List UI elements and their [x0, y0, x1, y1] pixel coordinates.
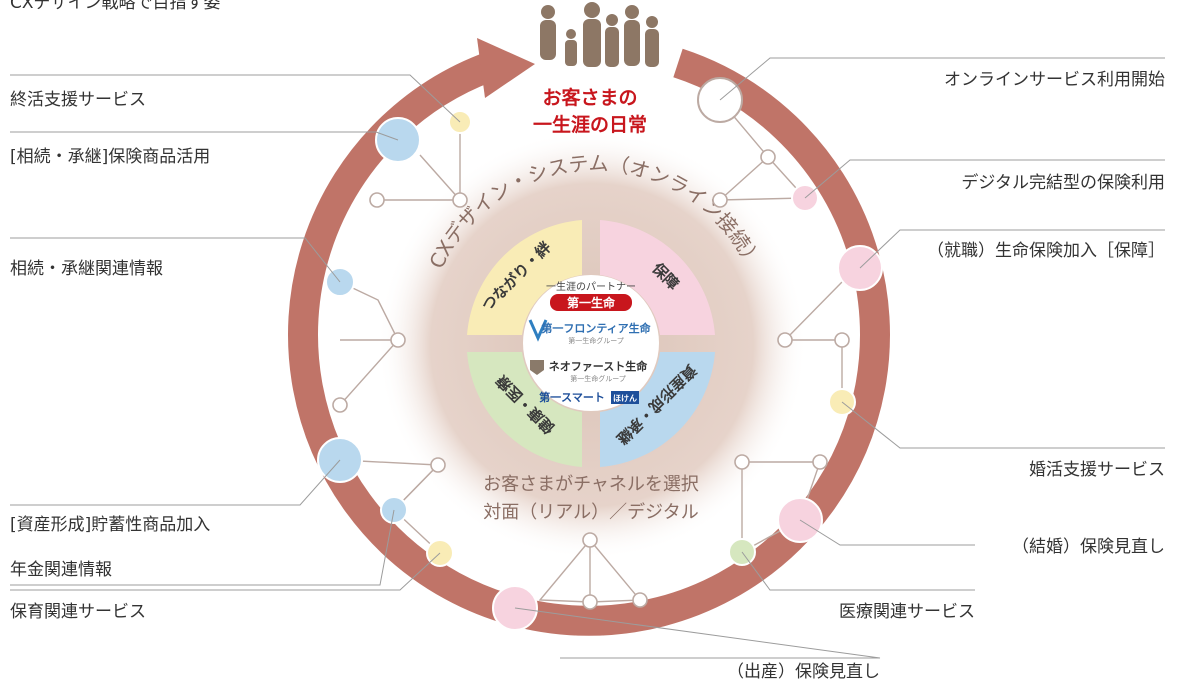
smart-badge-text: ほけん [613, 394, 637, 403]
family-people-icon [540, 2, 659, 67]
label-employment-insurance: （就職）生命保険加入［保障］ [927, 241, 1165, 261]
label-end-of-life-service: 終活支援サービス [10, 90, 146, 110]
label-inheritance-insurance: [相続・承継]保険商品活用 [10, 147, 210, 167]
small-nodes [332, 149, 850, 610]
journey-ring [288, 48, 890, 636]
label-pension-info: 年金関連情報 [10, 560, 112, 580]
smart-badge [611, 391, 639, 404]
frontier-group-text: 第一生命グループ [568, 336, 624, 345]
daiichi-logo-badge [550, 294, 632, 311]
leader-lines [10, 57, 1165, 659]
label-asset-savings: [資産形成]貯蓄性商品加入 [10, 515, 210, 535]
frontier-logo-text: 第一フロンティア生命 [541, 321, 651, 335]
label-digital-insurance: デジタル完結型の保険利用 [961, 172, 1165, 193]
header-text: CXデザイン戦略で目指す姿 [10, 0, 221, 13]
ring-arrow-head [477, 38, 535, 98]
segment-asset [600, 352, 715, 467]
segment-connection [467, 220, 582, 335]
label-marriage-support: 婚活支援サービス [1029, 460, 1165, 480]
segment-protection [600, 220, 715, 335]
label-childcare-service: 保育関連サービス [10, 602, 146, 622]
smart-logo-text: 第一スマート [539, 390, 605, 404]
label-marriage-review: （結婚）保険見直し [1012, 537, 1165, 557]
neofirst-logo-text: ネオファースト生命 [549, 359, 648, 373]
label-inheritance-info: 相続・承継関連情報 [10, 259, 163, 279]
center-title-line1: お客さまの [542, 86, 637, 109]
label-birth-review: （出産）保険見直し [727, 662, 880, 681]
channel-text-line2: 対面（リアル）／デジタル [483, 502, 698, 523]
partner-tagline: 一生涯のパートナー [546, 280, 636, 293]
neofirst-group-text: 第一生命グループ [570, 374, 626, 383]
segment-health [467, 352, 582, 467]
neofirst-shield-icon [530, 360, 544, 375]
label-online-start: オンラインサービス利用開始 [944, 70, 1165, 90]
center-title-line2: 一生涯の日常 [533, 113, 647, 136]
label-medical-service: 医療関連サービス [839, 602, 975, 622]
frontier-logo-icon [528, 319, 548, 342]
channel-text-line1: お客さまがチャネルを選択 [483, 474, 699, 495]
daiichi-logo-text: 第一生命 [567, 295, 616, 310]
